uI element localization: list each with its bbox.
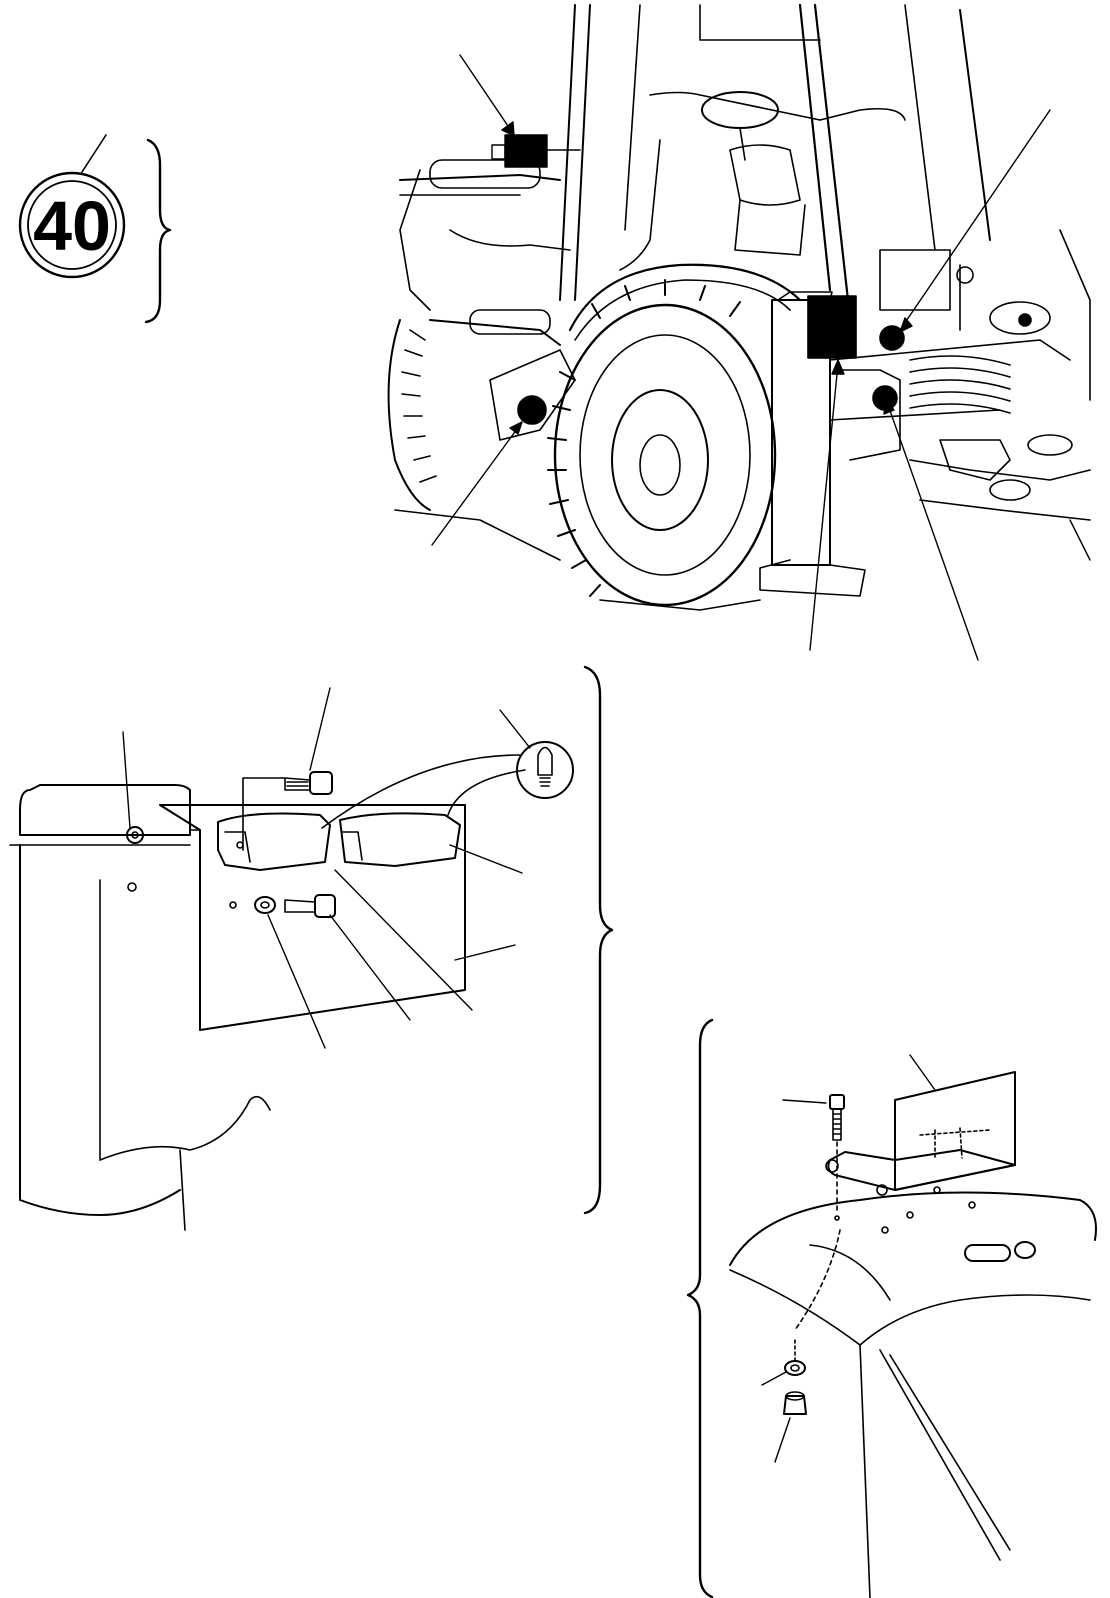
lamp-leader-lines — [122, 687, 531, 1049]
curly-brace-icon — [686, 1018, 714, 1598]
lamp-assembly-illustration — [9, 741, 574, 1231]
badge-label: 40 — [33, 187, 111, 265]
tractor-leader-lines — [431, 54, 1091, 661]
bracket-leader-lines — [761, 1054, 936, 1463]
rear-reflector-block — [807, 295, 857, 359]
speed-limit-badge: 40 — [18, 134, 126, 279]
curly-brace-icon — [583, 665, 614, 1215]
left-reflector-dot — [517, 395, 547, 425]
curly-brace-icon — [144, 138, 172, 324]
bulb-icon — [516, 741, 574, 799]
upper-right-dot — [879, 325, 905, 351]
tractor-illustration — [387, 3, 1091, 611]
bracket-fender-illustration — [729, 1071, 1097, 1598]
